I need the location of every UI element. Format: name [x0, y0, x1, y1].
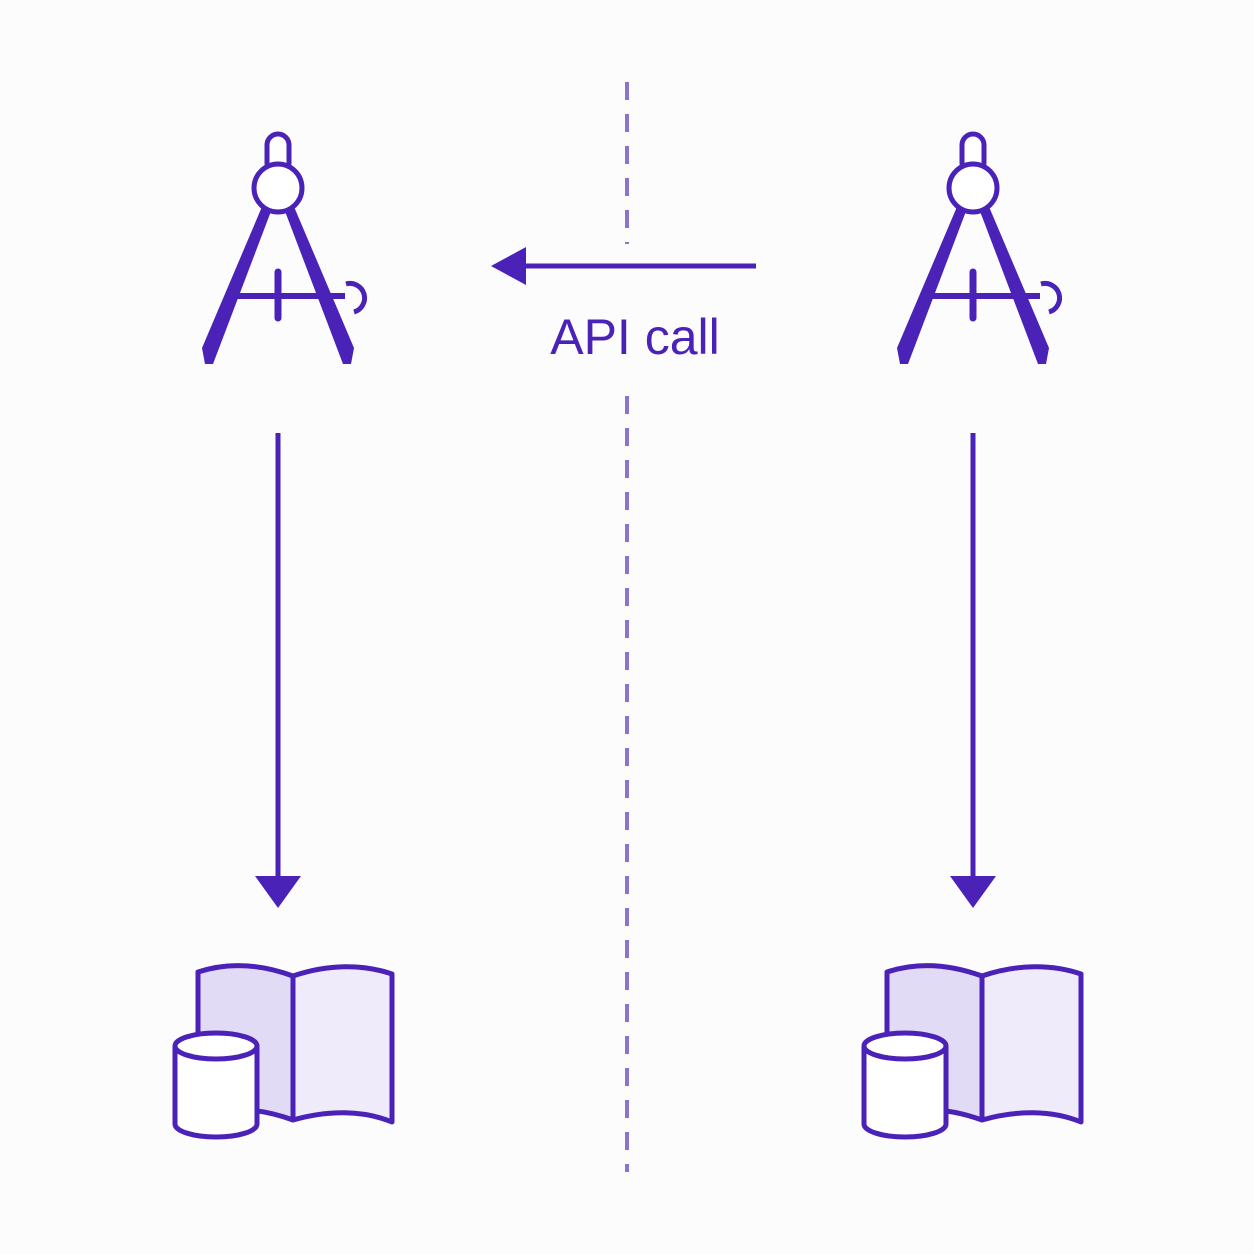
api-call-arrowhead	[491, 247, 526, 285]
compass-icon	[202, 134, 365, 364]
api-call-label: API call	[550, 309, 720, 365]
database-and-map-icon	[864, 966, 1081, 1137]
right-flow-arrowhead	[950, 876, 996, 908]
compass-icon	[897, 134, 1060, 364]
left-flow-arrowhead	[255, 876, 301, 908]
database-and-map-icon	[175, 966, 392, 1137]
